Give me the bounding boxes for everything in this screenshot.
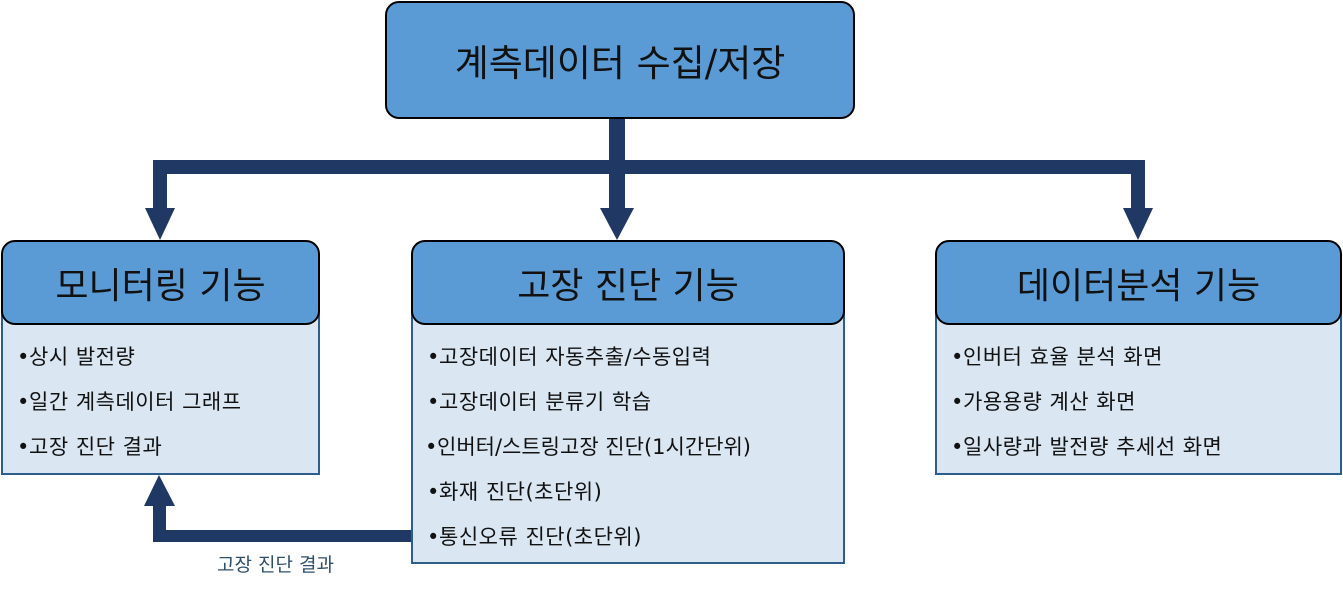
root-node: 계측데이터 수집/저장 [385, 1, 855, 119]
list-item: •통신오류 진단(초단위) [427, 525, 642, 549]
data-analysis-node-title: 데이터분석 기능 [1016, 265, 1261, 307]
list-item: •고장데이터 자동추출/수동입력 [427, 345, 712, 369]
fault-diagnosis-node-title: 고장 진단 기능 [517, 265, 739, 307]
fault-diagnosis-node-header: 고장 진단 기능 [411, 240, 845, 325]
fault-diagnosis-node-body: •고장데이터 자동추출/수동입력 •고장데이터 분류기 학습 •인버터/스트링고… [411, 310, 845, 564]
list-item: •일간 계측데이터 그래프 [17, 390, 242, 414]
root-node-title: 계측데이터 수집/저장 [454, 42, 786, 85]
right-drop-connector [1131, 160, 1145, 212]
list-item: •화재 진단(초단위) [427, 480, 603, 504]
left-drop-connector [153, 160, 167, 212]
monitoring-node-header: 모니터링 기능 [1, 240, 320, 325]
feedback-arrowhead [144, 475, 175, 506]
center-arrowhead [600, 208, 634, 240]
list-item: •일사량과 발전량 추세선 화면 [951, 435, 1223, 459]
feedback-arrow-label: 고장 진단 결과 [217, 554, 334, 576]
list-item: •인버터 효율 분석 화면 [951, 345, 1163, 369]
data-analysis-node-header: 데이터분석 기능 [935, 240, 1342, 325]
monitoring-node-body: •상시 발전량 •일간 계측데이터 그래프 •고장 진단 결과 [1, 310, 320, 475]
horizontal-connector [153, 160, 1145, 174]
list-item: •고장데이터 분류기 학습 [427, 390, 652, 414]
list-item: •인버터/스트링고장 진단(1시간단위) [425, 435, 751, 459]
list-item: •가용용량 계산 화면 [951, 390, 1136, 414]
right-arrowhead [1123, 208, 1153, 240]
monitoring-node-title: 모니터링 기능 [55, 265, 266, 307]
left-arrowhead [145, 208, 175, 240]
data-analysis-node-body: •인버터 효율 분석 화면 •가용용량 계산 화면 •일사량과 발전량 추세선 … [935, 310, 1342, 475]
list-item: •상시 발전량 [17, 345, 136, 369]
list-item: •고장 진단 결과 [17, 435, 163, 459]
feedback-vertical-connector [153, 503, 166, 542]
feedback-horizontal-connector [153, 530, 411, 542]
